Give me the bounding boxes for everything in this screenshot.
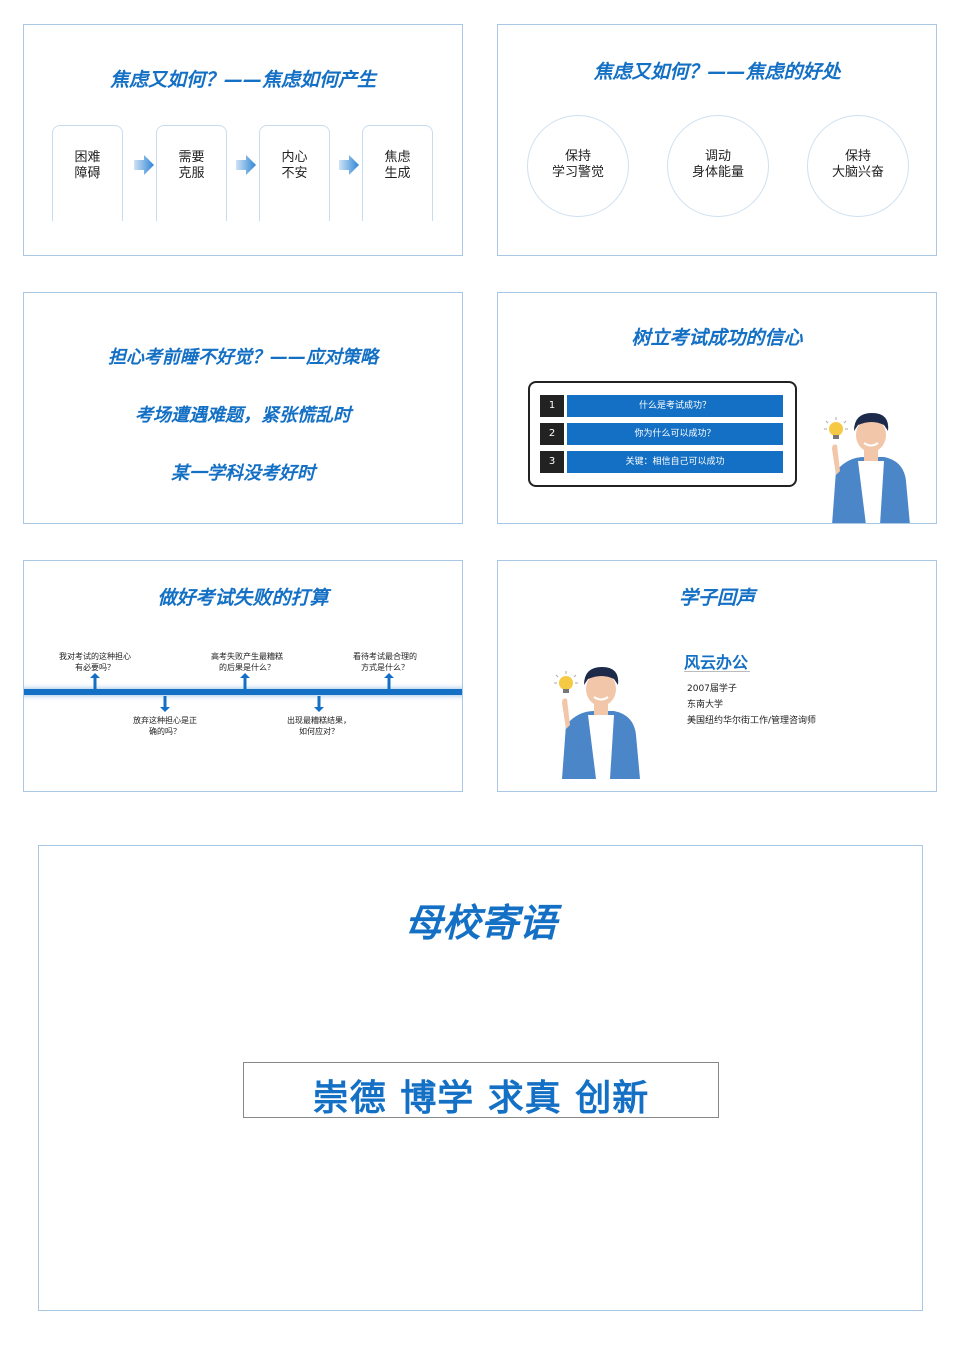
slide-title: 焦虑又如何？——焦虑的好处 [593,61,841,83]
alumni-detail: 美国纽约华尔街工作/管理咨询师 [687,716,817,726]
step-label: 内心 不安 [281,150,308,181]
alumni-detail: 东南大学 [687,700,724,710]
school-motto: 崇德 博学 求真 创新 [312,1078,650,1119]
alumni-name: 风云办公 [684,653,749,672]
timeline-question: 出现最糟糕结果， 如何应对？ [287,716,351,736]
slide-title: 树立考试成功的信心 [631,327,803,349]
slide-school-message[interactable]: 母校寄语 崇德 博学 求真 创新 [38,845,923,1311]
benefit-label: 保持 大脑兴奋 [831,149,884,180]
list-number: 2 [540,423,564,445]
alumni-detail: 2007届学子 [687,684,737,694]
step-box: 焦虑 生成 [362,125,433,221]
arrow-down-icon [160,696,170,712]
arrow-up-icon [90,673,100,689]
lightbulb-icon [824,417,848,439]
strategy-line: 某一学科没考好时 [171,463,315,484]
list-number: 3 [540,451,564,473]
list-text: 关键：相信自己可以成功 [567,451,783,473]
slide-confidence[interactable]: 树立考试成功的信心 1 什么是考试成功？ 2 你为什么可以成功？ 3 关键：相信… [497,292,937,524]
timeline-question: 看待考试最合理的 方式是什么？ [353,652,417,672]
person-illustration [554,667,640,779]
person-illustration [824,413,910,523]
slide-title: 做好考试失败的打算 [157,587,329,609]
strategy-line: 考场遭遇难题，紧张慌乱时 [135,405,351,426]
arrow-up-icon [240,673,250,689]
arrow-up-icon [384,673,394,689]
chevron-right-icon [236,155,256,175]
step-box: 内心 不安 [259,125,330,221]
timeline-bar [24,689,462,695]
lightbulb-icon [554,671,578,693]
slide-anxiety-benefits[interactable]: 焦虑又如何？——焦虑的好处 保持 学习警觉 调动 身体能量 保持 大脑兴奋 [497,24,937,256]
benefit-circle: 调动 身体能量 [667,115,769,217]
benefit-label: 调动 身体能量 [691,149,744,180]
slide-anxiety-origin[interactable]: 焦虑又如何？——焦虑如何产生 困难 障碍 需要 克服 内心 不安 焦虑 生成 [23,24,463,256]
divider [684,671,750,672]
chevron-right-icon [134,155,154,175]
list-item: 2 你为什么可以成功？ [540,423,784,445]
benefit-label: 保持 学习警觉 [551,149,604,180]
step-label: 困难 障碍 [74,150,101,181]
motto-box: 崇德 博学 求真 创新 [243,1062,719,1119]
benefit-circle: 保持 学习警觉 [527,115,629,217]
timeline-question: 放弃这种担心是正 确的吗？ [133,716,197,736]
arrow-down-icon [314,696,324,712]
slide-sleep-strategy[interactable]: 担心考前睡不好觉？——应对策略 考场遭遇难题，紧张慌乱时 某一学科没考好时 [23,292,463,524]
list-text: 什么是考试成功？ [567,395,783,417]
step-box: 需要 克服 [156,125,227,221]
step-box: 困难 障碍 [52,125,123,221]
step-label: 焦虑 生成 [384,150,411,181]
slide-title: 母校寄语 [404,901,557,945]
list-number: 1 [540,395,564,417]
slide-failure-plan[interactable]: 做好考试失败的打算 我对考试的这种担心 有必要吗？ 高考失败产生最糟糕 的后果是… [23,560,463,792]
timeline-question: 我对考试的这种担心 有必要吗？ [59,652,131,672]
slide-alumni-voice[interactable]: 学子回声 风云办公 2007届学子 东南大学 美国纽约华尔街工作/管理咨询师 [497,560,937,792]
step-label: 需要 克服 [178,150,205,181]
chevron-right-icon [339,155,359,175]
benefit-circle: 保持 大脑兴奋 [807,115,909,217]
list-item: 1 什么是考试成功？ [540,395,784,417]
slide-title: 焦虑又如何？——焦虑如何产生 [109,69,376,91]
question-list-frame: 1 什么是考试成功？ 2 你为什么可以成功？ 3 关键：相信自己可以成功 [528,381,797,487]
list-text: 你为什么可以成功？ [567,423,783,445]
list-item: 3 关键：相信自己可以成功 [540,451,784,473]
slide-title: 学子回声 [678,587,755,609]
strategy-line: 担心考前睡不好觉？——应对策略 [108,347,378,368]
timeline-question: 高考失败产生最糟糕 的后果是什么？ [211,652,283,672]
